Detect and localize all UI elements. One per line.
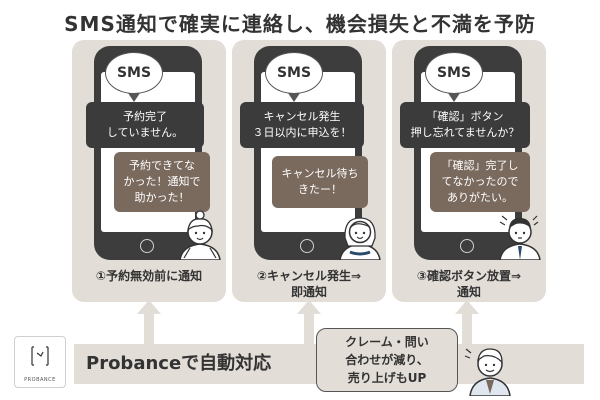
scenario-panel-3: SMS 「確認」ボタン 押し忘れてませんか？ 「確認」完了し てなかったので あ… <box>392 40 546 302</box>
businessman-avatar-icon <box>464 348 511 396</box>
sms-bubble-icon: SMS <box>425 52 483 102</box>
scenario-panel-2: SMS キャンセル発生 ３日以内に申込を！ キャンセル待ち きたー！ ②キャンセ… <box>232 40 386 302</box>
result-callout: クレーム・問い 合わせが減り、 売り上げもUP <box>316 328 458 392</box>
sms-bubble-icon: SMS <box>265 52 323 102</box>
up-arrow-icon <box>455 300 479 344</box>
sms-message: 予約完了 していません。 <box>86 102 204 148</box>
customer-reaction: 「確認」完了し てなかったので ありがたい。 <box>430 152 530 212</box>
up-arrow-icon <box>297 300 321 344</box>
sms-message: キャンセル発生 ３日以内に申込を！ <box>240 102 364 148</box>
woman-avatar-icon <box>179 210 221 260</box>
scenario-panel-1: SMS 予約完了 していません。 予約できてな かった！通知で 助かった！ ①予… <box>72 40 226 302</box>
page-title: SMS通知で確実に連絡し、機会損失と不満を予防 <box>64 12 536 36</box>
sms-message: 「確認」ボタン 押し忘れてませんか？ <box>400 102 530 148</box>
customer-reaction: キャンセル待ち きたー！ <box>272 156 368 208</box>
home-button-icon <box>140 239 154 253</box>
up-arrow-icon <box>137 300 161 344</box>
automation-label: Probanceで自動対応 <box>86 353 272 374</box>
panel-caption: ①予約無効前に通知 <box>95 269 203 283</box>
probance-logo: PROBANCE <box>14 336 66 388</box>
home-button-icon <box>300 239 314 253</box>
customer-reaction: 予約できてな かった！通知で 助かった！ <box>114 152 210 212</box>
panel-caption: ③確認ボタン放置⇒ 通知 <box>416 269 522 299</box>
logo-wordmark: PROBANCE <box>24 377 56 383</box>
man-avatar-icon <box>499 215 541 260</box>
panel-caption: ②キャンセル発生⇒ 即通知 <box>256 269 362 299</box>
phone-illustration <box>254 46 362 260</box>
woman-avatar-icon <box>339 217 381 260</box>
sms-bubble-icon: SMS <box>105 52 163 102</box>
home-button-icon <box>460 239 474 253</box>
logo-mark-icon <box>31 346 49 366</box>
